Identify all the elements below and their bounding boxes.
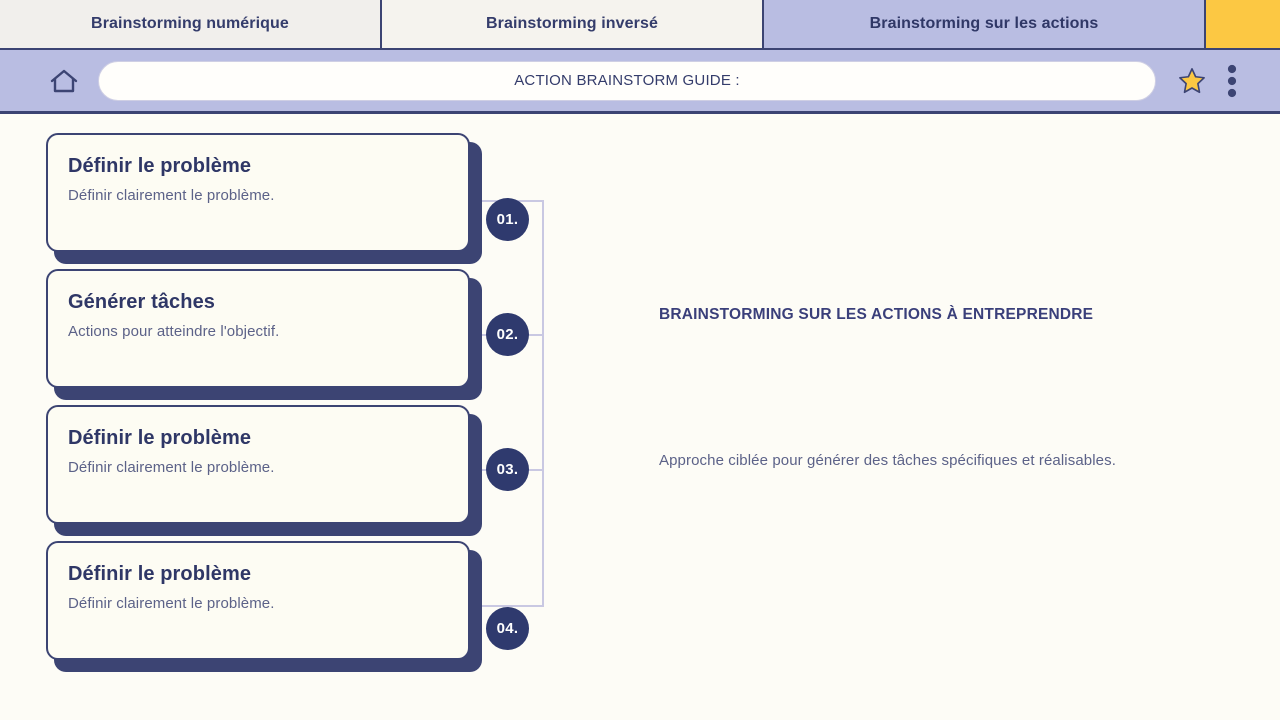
browser-toolbar: ACTION BRAINSTORM GUIDE : bbox=[0, 50, 1280, 114]
step-badge-04-label: 04. bbox=[496, 620, 519, 637]
step-card-04-description: Définir clairement le problème. bbox=[68, 595, 275, 612]
step-badge-02: 02. bbox=[486, 313, 529, 356]
browser-tab-1-label: Brainstorming numérique bbox=[91, 15, 289, 32]
step-badge-03-label: 03. bbox=[496, 461, 519, 478]
slide-heading: BRAINSTORMING SUR LES ACTIONS À ENTREPRE… bbox=[659, 306, 1094, 323]
step-card-03-description: Définir clairement le problème. bbox=[68, 459, 275, 476]
step-card-01-title: Définir le problème bbox=[68, 155, 252, 177]
step-badge-01: 01. bbox=[486, 198, 529, 241]
browser-tab-1[interactable]: Brainstorming numérique bbox=[0, 0, 382, 50]
step-card-04-body[interactable]: Définir le problème Définir clairement l… bbox=[46, 541, 470, 660]
browser-tab-2-label: Brainstorming inversé bbox=[486, 15, 658, 32]
browser-tab-3-label: Brainstorming sur les actions bbox=[869, 15, 1099, 32]
new-tab-area[interactable] bbox=[1206, 0, 1280, 50]
step-card-02-description: Actions pour atteindre l'objectif. bbox=[68, 323, 280, 340]
slide-canvas: Définir le problème Définir clairement l… bbox=[0, 117, 1280, 720]
step-badge-03: 03. bbox=[486, 448, 529, 491]
step-card-02-title: Générer tâches bbox=[68, 291, 216, 313]
bookmark-button[interactable] bbox=[1172, 66, 1212, 96]
slide-subtitle: Approche ciblée pour générer des tâches … bbox=[659, 452, 1116, 469]
step-card-03-body[interactable]: Définir le problème Définir clairement l… bbox=[46, 405, 470, 524]
home-icon bbox=[50, 69, 78, 92]
step-card-01-body[interactable]: Définir le problème Définir clairement l… bbox=[46, 133, 470, 252]
address-bar[interactable]: ACTION BRAINSTORM GUIDE : bbox=[98, 60, 1156, 101]
step-badge-01-label: 01. bbox=[496, 211, 519, 228]
connector-step-04-spine bbox=[466, 470, 544, 607]
step-card-02-body[interactable]: Générer tâches Actions pour atteindre l'… bbox=[46, 269, 470, 388]
three-dot-menu-icon bbox=[1227, 64, 1237, 97]
browser-menu-button[interactable] bbox=[1212, 64, 1252, 98]
browser-tab-2[interactable]: Brainstorming inversé bbox=[382, 0, 764, 50]
step-badge-02-label: 02. bbox=[496, 326, 519, 343]
star-icon bbox=[1179, 67, 1205, 93]
address-bar-text: ACTION BRAINSTORM GUIDE : bbox=[514, 72, 740, 89]
step-card-03-title: Définir le problème bbox=[68, 427, 252, 449]
browser-tab-strip: Brainstorming numérique Brainstorming in… bbox=[0, 0, 1280, 50]
home-button[interactable] bbox=[36, 67, 92, 95]
browser-tab-3-active[interactable]: Brainstorming sur les actions bbox=[764, 0, 1206, 50]
step-card-04-title: Définir le problème bbox=[68, 563, 252, 585]
step-card-01-description: Définir clairement le problème. bbox=[68, 187, 275, 204]
step-badge-04: 04. bbox=[486, 607, 529, 650]
